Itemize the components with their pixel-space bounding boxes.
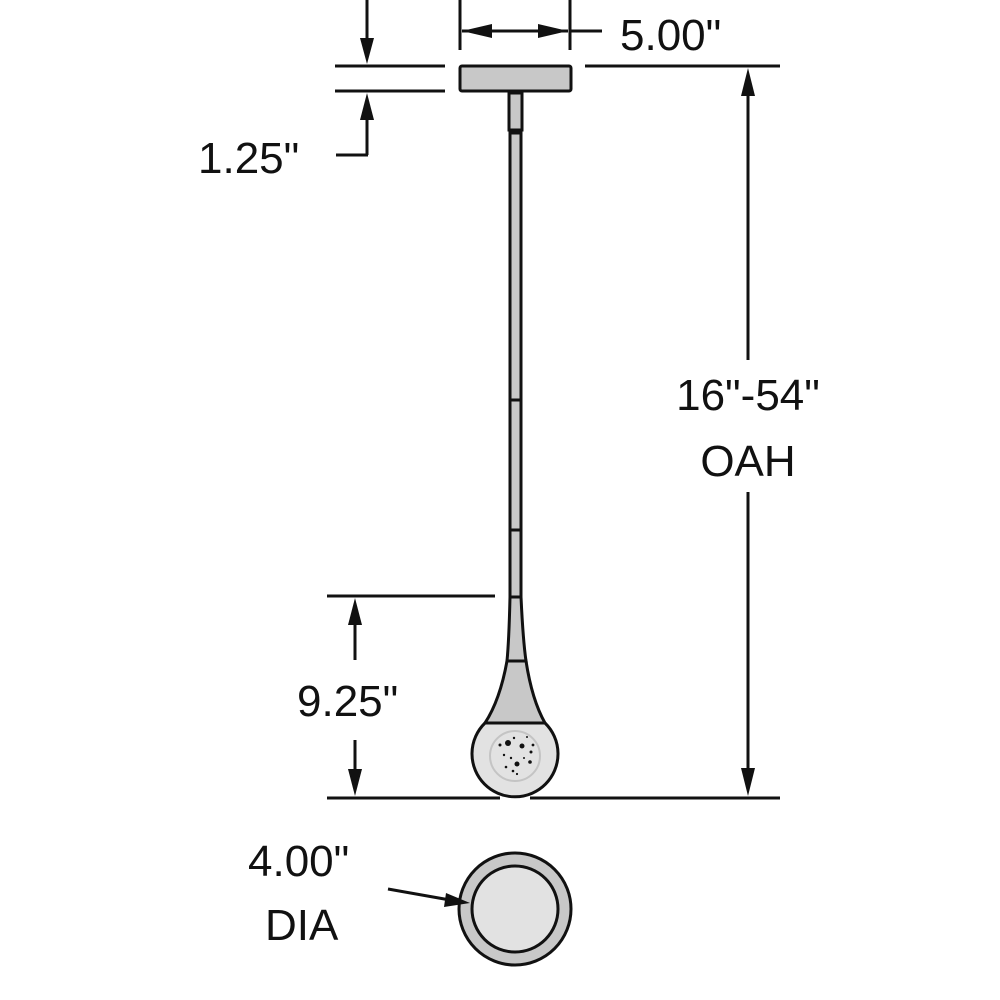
bottom-glass (470, 864, 560, 954)
stem (508, 131, 523, 599)
stem-connector (507, 91, 524, 132)
shade-height-dimension: 9.25" (297, 594, 495, 796)
canopy-width-label: 5.00" (620, 11, 721, 60)
diameter-suffix: DIA (265, 901, 339, 950)
shade-neck (482, 659, 548, 725)
bottom-view: 4.00" DIA (248, 837, 573, 967)
canopy-height-dimension: 1.25" (198, 0, 445, 183)
overall-height-suffix: OAH (700, 437, 795, 486)
taper (505, 595, 528, 663)
glass-globe (470, 721, 560, 799)
glass-speckles (498, 736, 535, 776)
pendant-fixture (458, 64, 573, 799)
canopy (458, 64, 573, 93)
shade-height-label: 9.25" (297, 677, 398, 726)
canopy-height-label: 1.25" (198, 134, 299, 183)
overall-height-dimension: 16"-54" OAH (585, 64, 820, 796)
diameter-label: 4.00" (248, 837, 349, 886)
canopy-width-dimension: 5.00" (458, 0, 721, 60)
overall-height-label: 16"-54" (676, 371, 820, 420)
